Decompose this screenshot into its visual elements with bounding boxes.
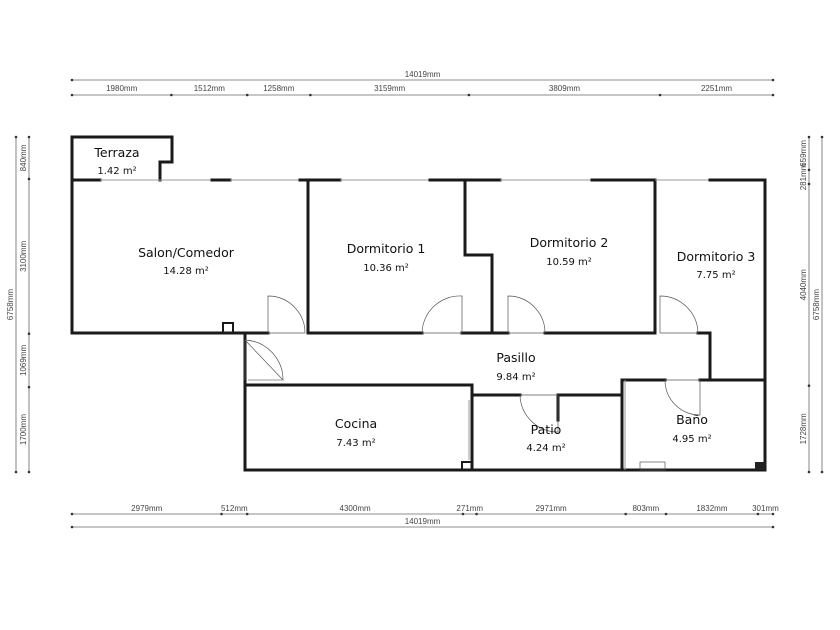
dim-bottom-label: 1832mm xyxy=(696,504,727,513)
dim-right-total-tick xyxy=(820,135,824,139)
door-cocina[interactable] xyxy=(244,339,284,381)
walls xyxy=(70,135,767,472)
room-name-bano: Baño xyxy=(676,412,708,427)
dim-left-label: 1700mm xyxy=(19,414,28,445)
room-name-pasillo: Pasillo xyxy=(496,350,535,365)
dim-top-tick xyxy=(658,93,662,97)
dim-left-tick xyxy=(27,385,31,389)
dim-bottom-tick xyxy=(220,512,223,516)
door-dorm1[interactable] xyxy=(421,295,463,334)
dim-right-tick xyxy=(807,470,811,474)
dim-top-label: 1258mm xyxy=(263,84,294,93)
dim-bottom-tick xyxy=(664,512,668,516)
dim-bottom-label: 271mm xyxy=(456,504,483,513)
door-bano[interactable] xyxy=(664,379,701,416)
dim-right-tick xyxy=(807,168,811,172)
dim-left-label: 3100mm xyxy=(19,240,28,271)
dim-right-tick xyxy=(807,135,811,139)
room-area-salon: 14.28 m² xyxy=(163,266,209,277)
dim-bottom-tick xyxy=(245,512,249,516)
dim-bottom-tick xyxy=(756,512,760,516)
dim-top-tick xyxy=(309,93,312,97)
dim-right-label: 659mm xyxy=(799,140,808,167)
dim-left-tick xyxy=(27,177,31,181)
room-area-bano: 4.95 m² xyxy=(672,434,711,445)
door-dorm2[interactable] xyxy=(507,295,546,334)
dim-bottom-tick xyxy=(475,512,478,516)
dim-top-total-tick xyxy=(70,78,74,82)
dim-bottom-tick xyxy=(461,512,465,516)
room-area-dorm1: 10.36 m² xyxy=(363,263,409,274)
dim-top-tick xyxy=(170,93,173,97)
dim-left-tick xyxy=(27,135,31,139)
dim-left-total-tick xyxy=(14,470,18,474)
room-area-dorm2: 10.59 m² xyxy=(546,257,592,268)
dim-bottom-tick xyxy=(771,512,775,516)
dim-left-total-tick xyxy=(14,135,18,139)
dim-top-total-tick xyxy=(771,78,775,82)
dim-top-tick xyxy=(771,93,775,97)
dim-top-label: 3809mm xyxy=(549,84,580,93)
door-salon[interactable] xyxy=(267,295,306,334)
room-area-pasillo: 9.84 m² xyxy=(496,372,535,383)
dim-top-label: 3159mm xyxy=(374,84,405,93)
dim-bottom-label: 2979mm xyxy=(131,504,162,513)
dim-bottom-label: 2971mm xyxy=(536,504,567,513)
room-area-patio: 4.24 m² xyxy=(526,443,565,454)
dim-right-total-label: 6758mm xyxy=(812,289,821,320)
dim-top-tick xyxy=(467,93,471,97)
doors xyxy=(244,295,701,433)
dim-bottom-total-tick xyxy=(771,525,775,529)
room-name-cocina: Cocina xyxy=(335,416,377,431)
dim-right-tick xyxy=(807,384,811,388)
dim-bottom-label: 4300mm xyxy=(340,504,371,513)
dim-right-label: 4040mm xyxy=(799,269,808,300)
dim-left-label: 840mm xyxy=(19,144,28,171)
dim-bottom-label: 301mm xyxy=(752,504,779,513)
dim-bottom-tick xyxy=(624,512,627,516)
dim-top-label: 1980mm xyxy=(106,84,137,93)
room-area-dorm3: 7.75 m² xyxy=(696,270,735,281)
dim-bottom-total-label: 14019mm xyxy=(405,517,441,526)
room-name-salon: Salon/Comedor xyxy=(138,245,235,260)
room-name-terraza: Terraza xyxy=(93,145,139,160)
room-name-dorm1: Dormitorio 1 xyxy=(347,241,426,256)
dim-bottom-label: 803mm xyxy=(632,504,659,513)
dim-bottom-total-tick xyxy=(70,525,74,529)
dim-left-tick xyxy=(27,332,31,336)
room-area-cocina: 7.43 m² xyxy=(336,438,375,449)
dim-left-label: 1069mm xyxy=(19,345,28,376)
room-labels: Terraza 1.42 m² Salon/Comedor 14.28 m² D… xyxy=(93,145,755,454)
room-name-dorm2: Dormitorio 2 xyxy=(530,235,609,250)
dim-right-tick xyxy=(807,182,811,186)
dim-top-total-label: 14019mm xyxy=(405,70,441,79)
dim-top-tick xyxy=(70,93,74,97)
dim-right-total-tick xyxy=(820,470,824,474)
dim-left-tick xyxy=(27,470,31,474)
dim-right-label: 1728mm xyxy=(799,413,808,444)
dim-left-total-label: 6758mm xyxy=(6,289,15,320)
dim-top-label: 1512mm xyxy=(194,84,225,93)
column xyxy=(755,462,765,470)
room-area-terraza: 1.42 m² xyxy=(97,166,136,177)
room-name-dorm3: Dormitorio 3 xyxy=(677,249,756,264)
dim-right-label: 281mm xyxy=(799,163,808,190)
dim-bottom-label: 512mm xyxy=(221,504,248,513)
door-dorm3[interactable] xyxy=(659,295,699,334)
dimension-lines: 14019mm 1980mm 1512mm 1258mm 3159mm 3809mm 225… xyxy=(6,70,824,529)
dim-top-label: 2251mm xyxy=(701,84,732,93)
room-name-patio: Patio xyxy=(531,422,562,437)
door-patio[interactable] xyxy=(519,394,559,433)
dim-bottom-tick xyxy=(70,512,74,516)
dim-top-tick xyxy=(245,93,249,97)
